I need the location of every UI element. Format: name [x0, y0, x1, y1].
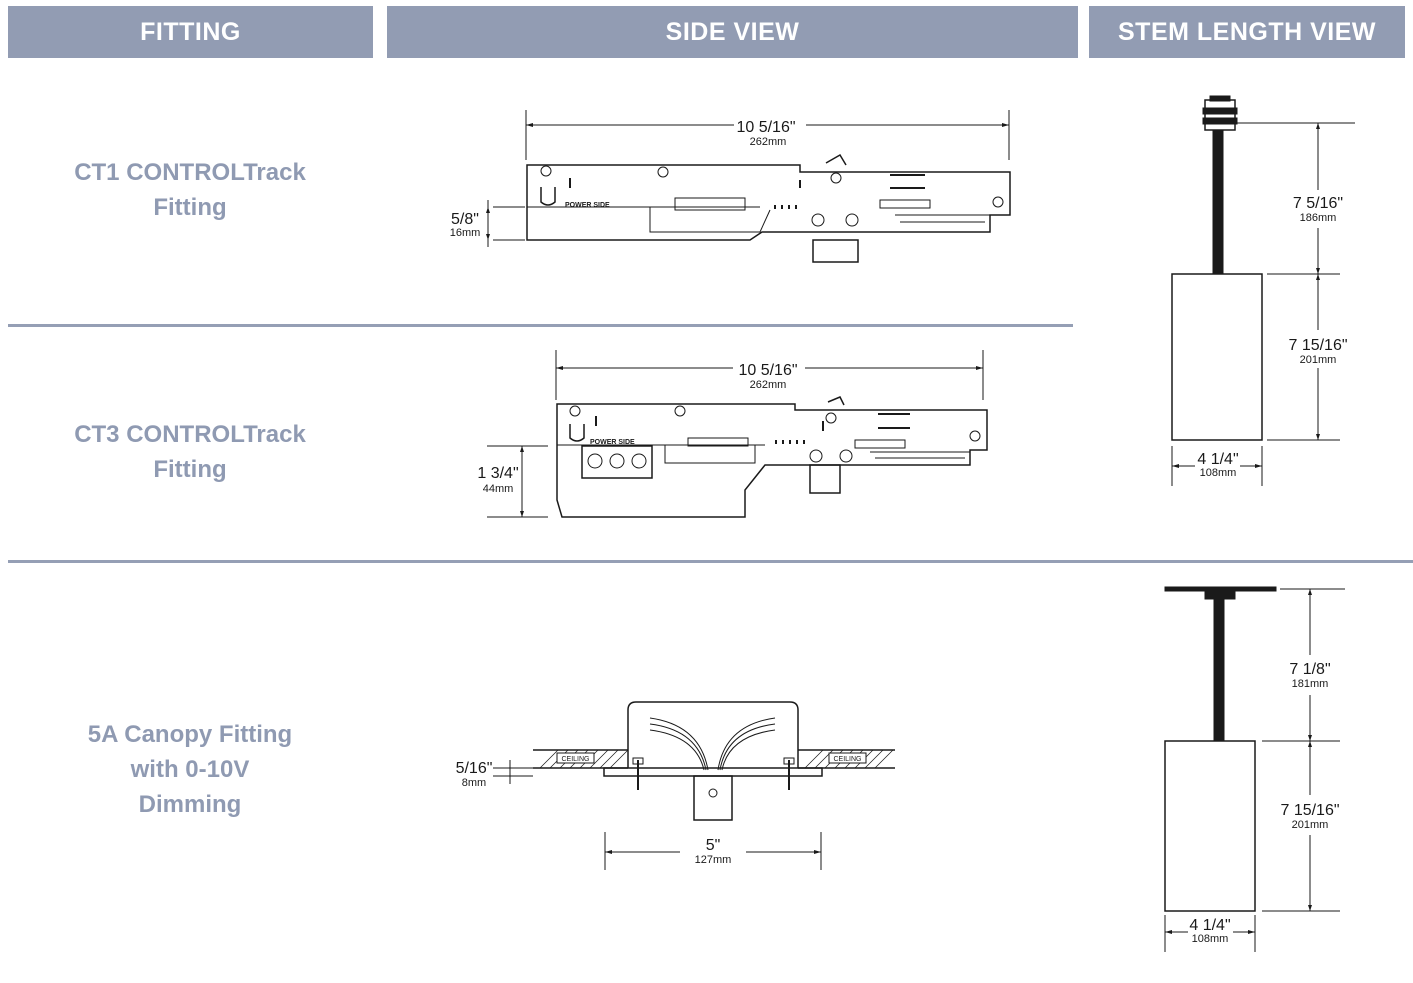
- ct3-length-in: 10 5/16": [738, 362, 797, 379]
- body-length-mm: 201mm: [1292, 819, 1329, 831]
- ct3-height-in: 1 3/4": [477, 465, 518, 482]
- fitting-name-line: Fitting: [153, 194, 227, 221]
- width-mm: 108mm: [1200, 467, 1237, 479]
- ct3-height-mm: 44mm: [483, 483, 514, 495]
- fitting-name-line: 5A Canopy Fitting: [87, 721, 293, 748]
- ct1-length-mm: 262mm: [750, 136, 787, 148]
- fitting-name-ct3: CT3 CONTROLTrack Fitting: [30, 417, 350, 487]
- ceiling-label: CEILING: [561, 756, 589, 763]
- ct1-length-in: 10 5/16": [736, 119, 795, 136]
- width-mm: 108mm: [1192, 933, 1229, 945]
- width-in: 4 1/4": [1197, 451, 1238, 468]
- fitting-name-line: Fitting: [153, 456, 227, 483]
- fitting-name-canopy: 5A Canopy Fitting with 0-10V Dimming: [30, 717, 350, 822]
- stem-length-mm: 181mm: [1292, 678, 1329, 690]
- body-length-in: 7 15/16": [1288, 337, 1347, 354]
- body-length-in: 7 15/16": [1280, 802, 1339, 819]
- canopy-height-mm: 8mm: [462, 777, 486, 789]
- ct3-side-view-drawing: POWER SIDE 10 5/16" 262mm 1 3/4" 44mm: [477, 350, 988, 518]
- header-stem-length-view: STEM LENGTH VIEW: [1089, 6, 1405, 58]
- stem-length-drawing-canopy: 7 1/8" 181mm 7 15/16" 201mm 4 1/4" 108mm: [1164, 586, 1345, 952]
- ceiling-label: CEILING: [833, 756, 861, 763]
- power-side-label: POWER SIDE: [565, 202, 610, 209]
- canopy-width-mm: 127mm: [695, 854, 732, 866]
- header-fitting: FITTING: [8, 6, 373, 58]
- fitting-name-line: Dimming: [138, 791, 242, 818]
- width-in: 4 1/4": [1189, 917, 1230, 934]
- header-side-view: SIDE VIEW: [387, 6, 1078, 58]
- ct3-length-mm: 262mm: [750, 379, 787, 391]
- stem-length-drawing-track: 7 5/16" 186mm 7 15/16" 201mm 4 1/4" 108m…: [1171, 95, 1355, 486]
- stem-length-mm: 186mm: [1300, 212, 1337, 224]
- fitting-name-line: CT1 CONTROLTrack: [74, 159, 306, 186]
- fitting-name-line: CT3 CONTROLTrack: [74, 421, 306, 448]
- stem-length-in: 7 5/16": [1293, 195, 1343, 212]
- canopy-width-in: 5": [706, 837, 721, 854]
- fitting-name-line: with 0-10V: [130, 756, 250, 783]
- fitting-name-ct1: CT1 CONTROLTrack Fitting: [30, 155, 350, 225]
- ct1-height-mm: 16mm: [450, 227, 481, 239]
- stem-length-in: 7 1/8": [1289, 661, 1330, 678]
- power-side-label: POWER SIDE: [590, 439, 635, 446]
- ct1-side-view-drawing: POWER SIDE 10 5/16" 262mm 5/8" 16mm: [450, 110, 1011, 263]
- row-divider: [8, 560, 1413, 563]
- row-divider: [8, 324, 1073, 327]
- ct1-height-in: 5/8": [451, 211, 479, 228]
- body-length-mm: 201mm: [1300, 354, 1337, 366]
- canopy-side-view-drawing: CEILING CEILING 5/16" 8mm 5" 127mm: [456, 701, 895, 870]
- canopy-height-in: 5/16": [456, 760, 493, 777]
